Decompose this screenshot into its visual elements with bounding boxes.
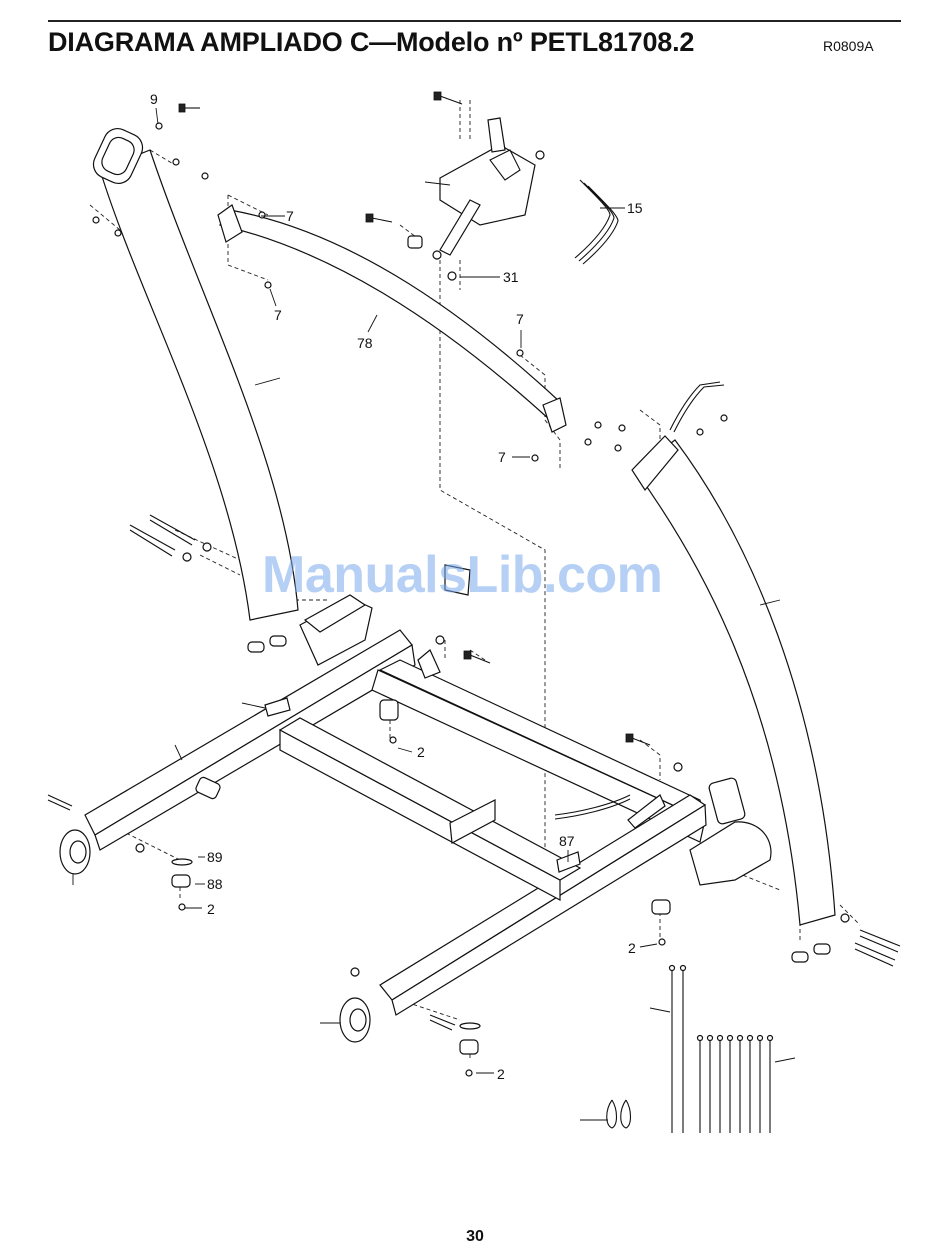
- callout-7-c: 7: [516, 311, 524, 327]
- callout-89: 89: [207, 849, 223, 865]
- callout-78: 78: [357, 335, 373, 351]
- callout-2-c: 2: [628, 940, 636, 956]
- console-bracket: [425, 118, 535, 259]
- upright-wire: [670, 382, 724, 432]
- base-frame: [85, 630, 706, 1015]
- callout-7-b: 7: [274, 307, 282, 323]
- page-number: 30: [0, 1228, 950, 1246]
- callout-2-a: 2: [417, 744, 425, 760]
- callout-87: 87: [559, 833, 575, 849]
- wire-harness-15: [575, 180, 618, 264]
- callout-7-d: 7: [498, 449, 506, 465]
- callout-15: 15: [627, 200, 643, 216]
- callout-7-a: 7: [286, 208, 294, 224]
- watermark: ManualsLib.com: [262, 545, 662, 605]
- callout-2-b: 2: [207, 901, 215, 917]
- callout-88: 88: [207, 876, 223, 892]
- loose-parts: [580, 966, 795, 1134]
- callout-2-d: 2: [497, 1066, 505, 1082]
- callout-9: 9: [150, 91, 158, 107]
- crossbar-78: [218, 205, 566, 432]
- callout-31: 31: [503, 269, 519, 285]
